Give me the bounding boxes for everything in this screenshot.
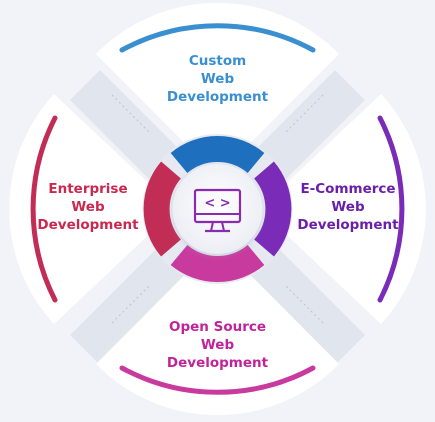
wedge-left — [9, 94, 177, 324]
label-bottom-line1: Open Source — [169, 319, 266, 335]
arc-right — [377, 115, 405, 303]
connector-dots — [284, 94, 324, 134]
label-top-line3: Development — [167, 89, 269, 105]
label-left-line1: Enterprise — [48, 181, 127, 197]
label-right-line2: Web — [331, 199, 365, 215]
label-bottom: Open Source Web Development — [167, 319, 269, 371]
label-bottom-line3: Development — [167, 355, 269, 371]
inner-ring — [142, 134, 293, 284]
monitor-code-icon: < > — [193, 188, 242, 233]
wedge-right — [259, 94, 426, 324]
connector-dots — [111, 284, 151, 324]
label-bottom-line2: Web — [201, 337, 235, 353]
outer-arcs — [30, 23, 405, 395]
code-glyph: < > — [204, 196, 230, 211]
ring-segment-top — [170, 136, 265, 174]
arc-left — [30, 115, 58, 303]
wedge-bottom — [96, 242, 339, 416]
center-hub — [172, 164, 263, 254]
connector-dots — [111, 94, 151, 134]
label-top-line2: Web — [201, 71, 235, 87]
label-left: Enterprise Web Development — [37, 181, 139, 233]
connector-dots — [284, 284, 324, 324]
arc-top — [119, 23, 316, 53]
outer-wedges — [9, 2, 426, 416]
label-right: E-Commerce Web Development — [297, 181, 399, 233]
label-top-line1: Custom — [189, 53, 246, 69]
label-left-line3: Development — [37, 217, 139, 233]
ring-segment-left — [143, 161, 182, 257]
ring-segment-bottom — [170, 244, 265, 282]
wedge-top — [96, 2, 339, 176]
ring-segment-right — [253, 161, 292, 257]
arc-bottom — [119, 365, 316, 395]
label-top: Custom Web Development — [167, 53, 269, 105]
label-right-line3: Development — [297, 217, 399, 233]
label-right-line1: E-Commerce — [300, 181, 395, 197]
label-left-line2: Web — [71, 199, 105, 215]
